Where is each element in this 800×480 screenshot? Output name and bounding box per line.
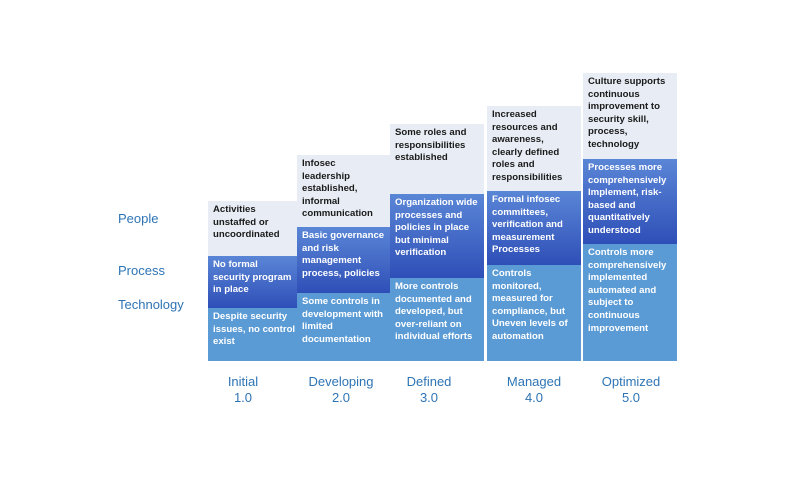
level-2-technology-cell: Some controls in development with limite… — [297, 293, 391, 361]
level-5-label: Optimized 5.0 — [584, 374, 678, 406]
level-4-number: 4.0 — [524, 390, 544, 405]
level-2-people-cell: Infosec leadership established, informal… — [297, 155, 391, 227]
row-label-process: Process — [118, 263, 165, 278]
level-1-technology-cell: Despite security issues, no control exis… — [208, 308, 302, 361]
level-3-technology-cell: More controls documented and developed, … — [390, 278, 484, 361]
level-3-name: Defined — [406, 374, 452, 389]
level-5-technology-cell: Controls more comprehensively implemente… — [583, 244, 677, 361]
level-4-label: Managed 4.0 — [487, 374, 581, 406]
level-5-name: Optimized — [601, 374, 661, 389]
level-3-process-cell: Organization wide processes and policies… — [390, 194, 484, 278]
level-3-people-cell: Some roles and responsibilities establis… — [390, 124, 484, 194]
level-1-process-cell: No formal security program in place — [208, 256, 302, 308]
level-5-process-cell: Processes more comprehensively Implement… — [583, 159, 677, 244]
level-4-people-cell: Increased resources and awareness, clear… — [487, 106, 581, 191]
row-label-technology: Technology — [118, 297, 184, 312]
level-1-number: 1.0 — [233, 390, 253, 405]
level-1-people-cell: Activities unstaffed or uncoordinated — [208, 201, 302, 256]
level-4-technology-cell: Controls monitored, measured for complia… — [487, 265, 581, 361]
level-5-people-cell: Culture supports continuous improvement … — [583, 73, 677, 159]
level-2-name: Developing — [308, 374, 374, 389]
level-4-process-cell: Formal infosec committees, verification … — [487, 191, 581, 265]
level-2-process-cell: Basic governance and risk management pro… — [297, 227, 391, 293]
level-5-number: 5.0 — [621, 390, 641, 405]
level-1-name: Initial — [227, 374, 259, 389]
level-3-label: Defined 3.0 — [382, 374, 476, 406]
level-2-label: Developing 2.0 — [294, 374, 388, 406]
level-1-label: Initial 1.0 — [196, 374, 290, 406]
level-3-number: 3.0 — [419, 390, 439, 405]
level-2-number: 2.0 — [331, 390, 351, 405]
level-4-name: Managed — [506, 374, 562, 389]
row-label-people: People — [118, 211, 159, 226]
